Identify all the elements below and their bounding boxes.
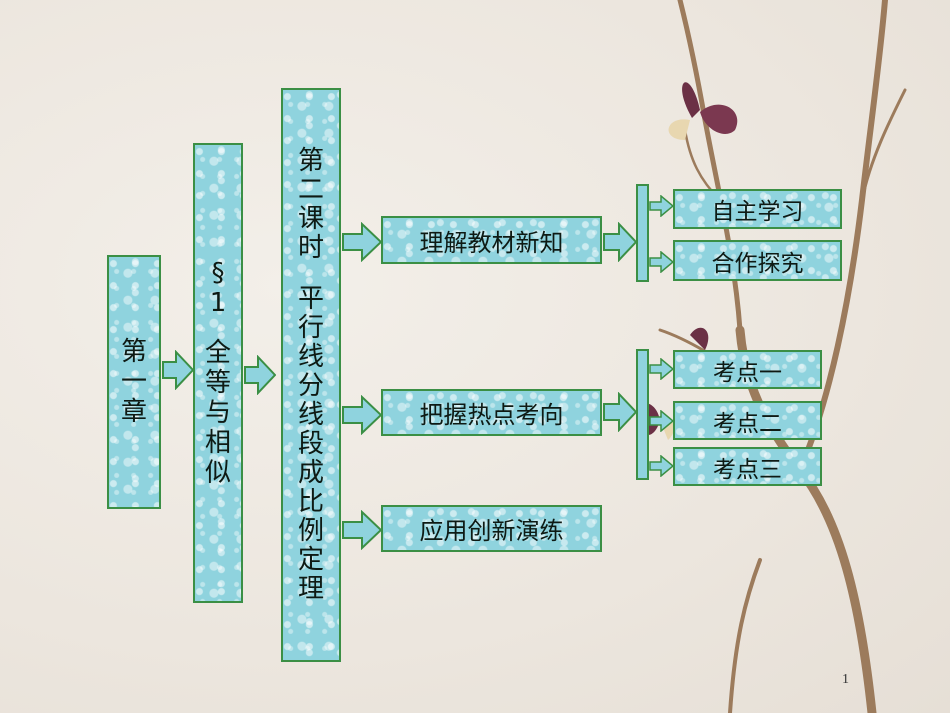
lesson-char: 课 <box>297 203 324 234</box>
arrow-right-icon <box>342 395 382 435</box>
section-char: 相 <box>204 428 231 458</box>
lesson-char: 二 <box>297 174 324 205</box>
sub-label: 考点一 <box>713 359 782 386</box>
page-number: 1 <box>842 672 849 687</box>
lesson-box: 第 二 课 时 平 行 线 分 线 段 成 比 例 定 理 <box>281 88 341 662</box>
lesson-char: 行 <box>297 312 324 343</box>
lesson-char: 比 <box>297 486 324 517</box>
lesson-char: 分 <box>297 370 324 401</box>
bracket-hotspots <box>636 349 649 480</box>
part-label: 理解教材新知 <box>419 228 564 257</box>
sub-label: 考点二 <box>713 410 782 437</box>
lesson-char: 线 <box>297 399 324 430</box>
sub-box-topic-1: 考点一 <box>673 350 822 389</box>
sub-label: 自主学习 <box>711 199 804 225</box>
sub-box-topic-2: 考点二 <box>673 401 822 440</box>
arrow-right-icon <box>649 455 674 477</box>
arrow-right-icon <box>603 222 637 262</box>
section-char: 似 <box>204 458 231 488</box>
arrow-right-icon <box>162 350 194 390</box>
chapter-char: 一 <box>120 367 147 397</box>
arrow-right-icon <box>603 392 637 432</box>
chapter-char: 章 <box>120 397 147 427</box>
arrow-right-icon <box>342 222 382 262</box>
section-char: 全 <box>204 338 231 368</box>
lesson-char: 理 <box>297 573 324 604</box>
arrow-right-icon <box>649 251 674 273</box>
sub-label: 考点三 <box>713 456 782 483</box>
lesson-char: 第 <box>297 145 324 176</box>
part-label: 应用创新演练 <box>419 517 564 545</box>
part-box-practice: 应用创新演练 <box>381 505 602 552</box>
arrow-right-icon <box>342 510 382 550</box>
sub-box-cooperative-inquiry: 合作探究 <box>673 240 842 281</box>
arrow-right-icon <box>649 195 674 217</box>
lesson-char: 段 <box>297 428 324 459</box>
section-box: § 1 全 等 与 相 似 <box>193 143 243 603</box>
arrow-right-icon <box>649 358 674 380</box>
butterfly-icon-top <box>668 82 738 140</box>
lesson-char: 时 <box>297 232 324 263</box>
part-label: 把握热点考向 <box>419 401 564 429</box>
part-box-new-knowledge: 理解教材新知 <box>381 216 602 264</box>
bracket-new-knowledge <box>636 184 649 282</box>
lesson-char: 成 <box>297 457 324 488</box>
sub-box-self-study: 自主学习 <box>673 189 842 229</box>
arrow-right-icon <box>649 410 674 432</box>
chapter-box: 第 一 章 <box>107 255 161 509</box>
lesson-char: 平 <box>297 283 324 314</box>
chapter-char: 第 <box>120 337 147 367</box>
lesson-char: 定 <box>297 544 324 575</box>
lesson-char: 线 <box>297 341 324 372</box>
section-char: 1 <box>209 288 227 318</box>
section-char: 等 <box>204 368 231 398</box>
section-char: 与 <box>204 398 231 428</box>
arrow-right-icon <box>244 355 276 395</box>
sub-label: 合作探究 <box>711 250 804 277</box>
lesson-char: 例 <box>297 515 324 546</box>
part-box-hotspots: 把握热点考向 <box>381 389 602 436</box>
section-char: § <box>211 258 225 288</box>
sub-box-topic-3: 考点三 <box>673 447 822 486</box>
